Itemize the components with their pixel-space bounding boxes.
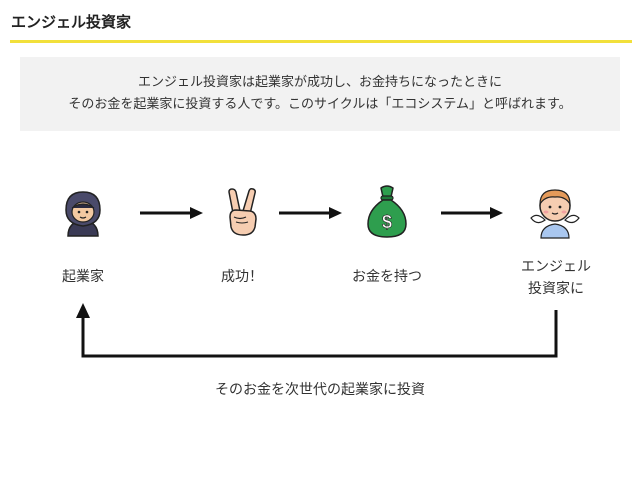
description-line-1: エンジェル投資家は起業家が成功し、お金持ちになったときに <box>137 75 502 90</box>
arrow-entrepreneur-to-success <box>140 207 203 219</box>
victory-hand-icon <box>228 188 257 236</box>
arrow-success-to-money <box>279 207 342 219</box>
step-label-entrepreneur: 起業家 <box>62 269 104 285</box>
step-label-angel-investor: エンジェル 投資家に <box>521 256 591 300</box>
description-box: エンジェル投資家は起業家が成功し、お金持ちになったときに そのお金を起業家に投資… <box>20 57 620 131</box>
description-line-2: そのお金を起業家に投資する人です。このサイクルは「エコシステム」と呼ばれます。 <box>68 97 572 112</box>
money-bag-icon: $ <box>367 185 407 238</box>
step-label-success: 成功！ <box>221 269 263 285</box>
angel-label-line-2: 投資家に <box>528 281 584 297</box>
return-cycle-arrow <box>76 303 558 358</box>
arrow-money-to-angel <box>441 207 503 219</box>
svg-text:$: $ <box>382 212 392 232</box>
angel-label-line-1: エンジェル <box>521 259 591 275</box>
page-title: エンジェル投資家 <box>11 13 132 31</box>
step-label-have-money: お金を持つ <box>352 269 422 285</box>
angel-icon <box>530 189 580 239</box>
return-cycle-label: そのお金を次世代の起業家に投資 <box>215 382 425 398</box>
title-underline <box>10 40 632 43</box>
hooded-entrepreneur-icon <box>65 191 101 237</box>
